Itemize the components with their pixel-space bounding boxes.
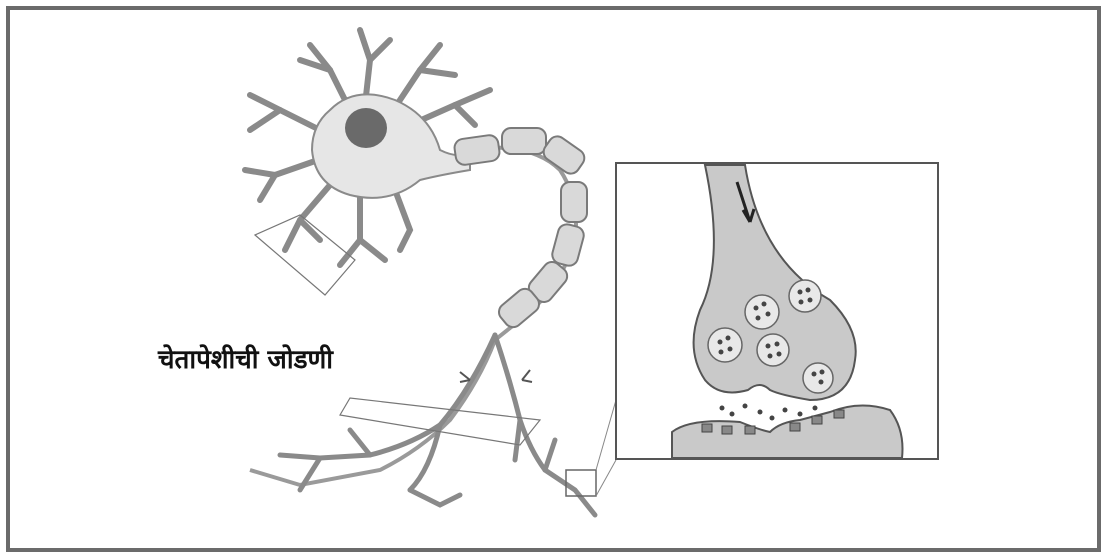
zoom-connector	[596, 460, 616, 496]
nucleus	[345, 108, 387, 148]
zoom-connector	[596, 400, 616, 470]
direction-arrow-icon	[522, 370, 532, 382]
zoom-box	[566, 470, 596, 496]
diagram-caption: चेतापेशीची जोडणी	[158, 340, 333, 376]
synapse-inset-illustration	[616, 163, 938, 459]
myelin-sheath	[453, 128, 587, 331]
direction-arrow-icon	[460, 372, 470, 382]
